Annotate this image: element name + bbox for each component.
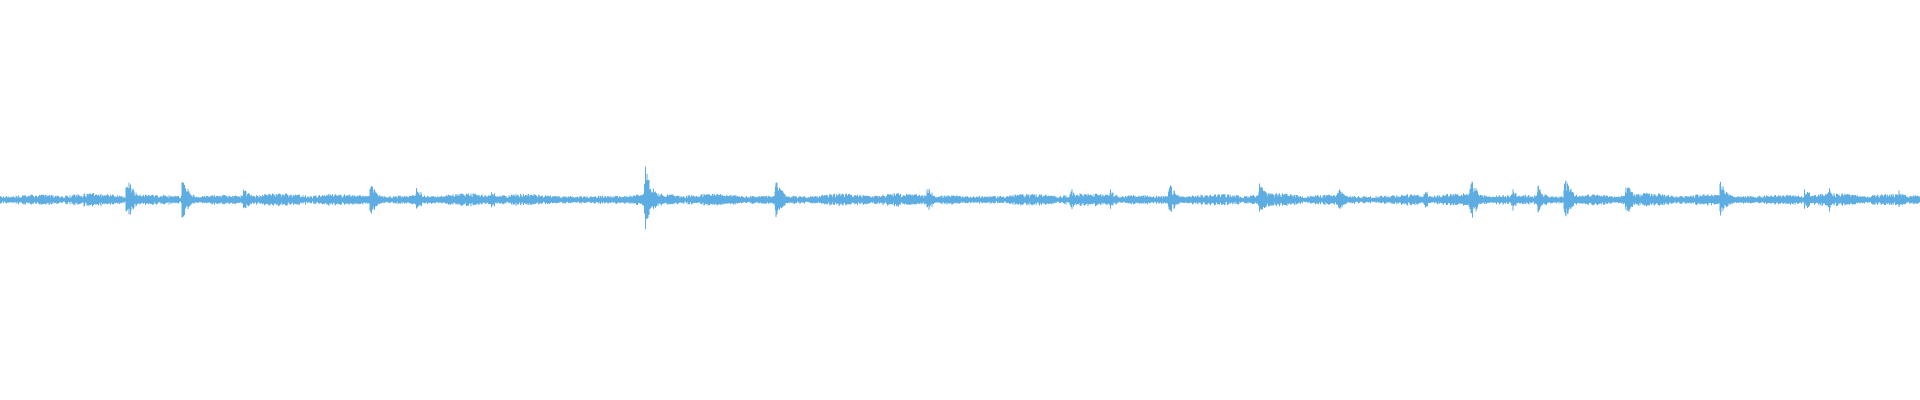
- waveform-trace: [0, 166, 1920, 230]
